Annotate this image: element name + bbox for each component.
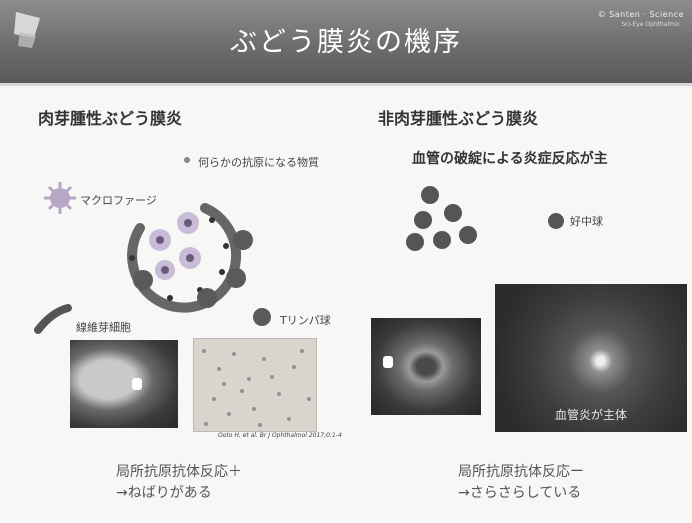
antigen-label: 何らかの抗原になる物質 — [198, 156, 319, 169]
fibroblast-ring — [127, 203, 242, 313]
histology-photo — [193, 338, 317, 432]
brand-sub: Sci-Eye Ophthalmic — [621, 21, 680, 28]
nongranulomatous-caption-line2: →さらさらしている — [458, 485, 582, 501]
granulomatous-caption-line2: →ねばりがある — [116, 485, 212, 501]
neutrophil-cluster — [406, 186, 477, 251]
antigen-bullet-icon — [184, 157, 190, 163]
granulomatous-diagram — [34, 157, 271, 334]
slide-title: ぶどう膜炎の機序 — [230, 27, 462, 58]
granulomatous-heading: 肉芽腫性ぶどう膜炎 — [38, 109, 183, 128]
lymphocyte-label: Tリンパ球 — [280, 314, 331, 327]
lymphocyte-legend-icon — [253, 308, 271, 326]
fundus-caption: 血管炎が主体 — [555, 408, 628, 422]
fibroblast-legend-icon — [34, 304, 72, 334]
neutrophil-legend-icon — [548, 213, 564, 229]
slit-lamp-photo-right — [371, 318, 481, 415]
eye-logo-icon — [14, 12, 40, 48]
granulomatous-caption-line1: 局所抗原抗体反応＋ — [116, 464, 242, 480]
nongranulomatous-subheading: 血管の破綻による炎症反応が主 — [412, 151, 608, 167]
lymphocyte-cluster — [133, 230, 253, 308]
fibroblast-label: 線維芽細胞 — [76, 321, 131, 334]
title-bar: ぶどう膜炎の機序 © Santen · Science Sci-Eye Opht… — [0, 0, 692, 86]
macrophage-label: マクロファージ — [80, 194, 157, 207]
slit-lamp-photo-left — [70, 340, 178, 428]
nongranulomatous-caption-line1: 局所抗原抗体反応ー — [458, 464, 584, 480]
fundus-photo — [495, 284, 687, 432]
citation: Ooto H, et al. Br J Ophthalmol 2017;0:1-… — [218, 432, 342, 439]
nongranulomatous-heading: 非肉芽腫性ぶどう膜炎 — [378, 109, 539, 128]
neutrophil-label: 好中球 — [570, 215, 603, 228]
brand-name: © Santen · Science — [597, 10, 684, 19]
macrophage-legend-icon — [44, 182, 76, 214]
macrophage-cluster — [149, 212, 201, 280]
